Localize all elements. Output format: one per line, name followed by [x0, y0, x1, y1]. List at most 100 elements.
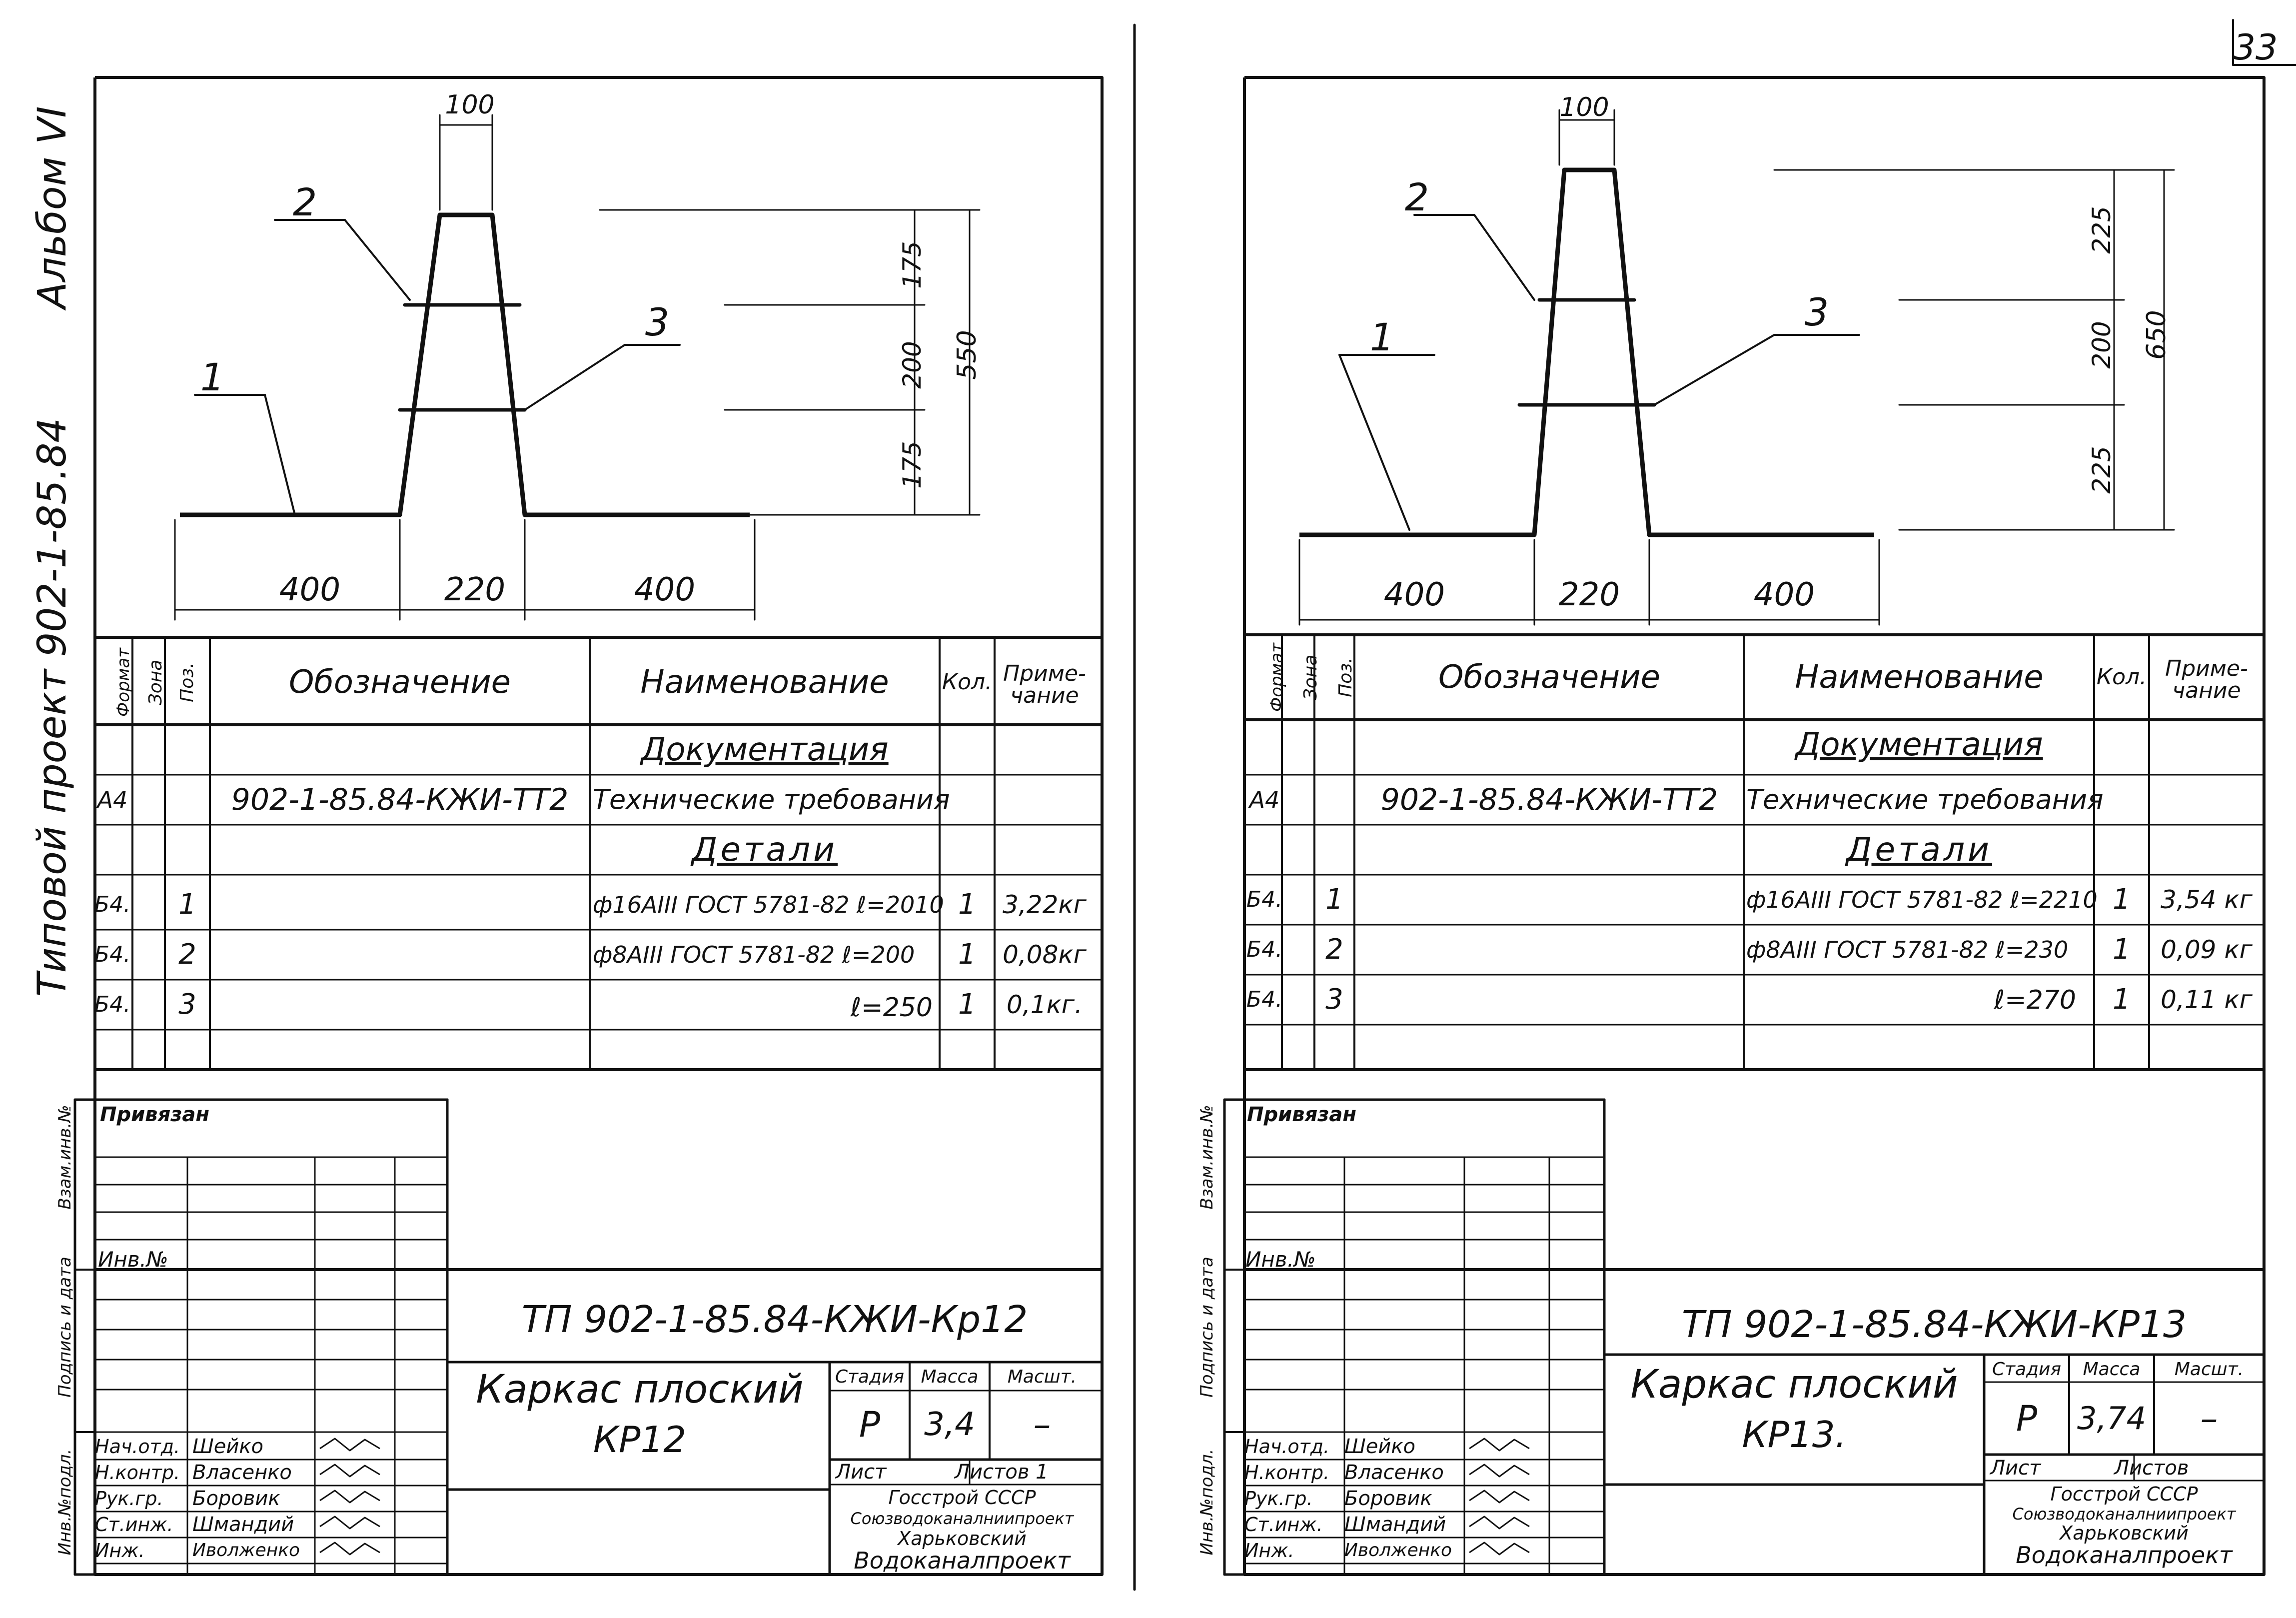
row2-name: ф8АIII ГОСТ 5781-82 ℓ=230 [1746, 936, 2069, 963]
person-name-4: Шмандий [192, 1513, 294, 1536]
doc-designation: 902-1-85.84-КЖИ-ТТ2 [1380, 782, 1718, 817]
row1-name: ф16АIII ГОСТ 5781-82 ℓ=2210 [1746, 886, 2098, 913]
row2-note: 0,08кг [1003, 940, 1087, 969]
dim-bottom-mid: 220 [1558, 576, 1620, 613]
doc-name: Технические требования [1746, 784, 2104, 815]
section-documentation: Документация [641, 731, 889, 768]
side-sign-date: Подпись и дата [1197, 1257, 1217, 1398]
scale-label: Масшт. [1007, 1367, 1077, 1387]
col-format: Формат [1267, 643, 1287, 712]
pos-label-2: 2 [1404, 175, 1429, 219]
org-line-4: Водоканалпроект [854, 1547, 1071, 1574]
person-name-5: Иволженко [1344, 1540, 1452, 1561]
row1-qty: 1 [2113, 883, 2131, 916]
row1-note: 3,22кг [1003, 890, 1087, 919]
section-parts: Детали [691, 830, 838, 869]
dim-right-3: 225 [2087, 446, 2116, 494]
row3-format: Б4. [1246, 987, 1283, 1012]
section-documentation: Документация [1795, 726, 2043, 763]
row1-qty: 1 [958, 888, 976, 921]
row1-format: Б4. [94, 892, 131, 917]
row3-pos: 3 [178, 988, 196, 1021]
side-inv-podl: Инв.№подл. [1197, 1449, 1217, 1556]
pos-label-1: 1 [1369, 315, 1394, 359]
leader-3 [524, 344, 626, 411]
side-vzam-inv: Взам.инв.№ [1197, 1105, 1217, 1210]
inv-no-label: Инв.№ [1245, 1247, 1316, 1272]
org-line-1: Госстрой СССР [2050, 1483, 2198, 1505]
signature-mark [1469, 1464, 1530, 1478]
doc-format: А4 [1249, 786, 1280, 813]
person-role-2: Н.контр. [95, 1462, 180, 1484]
row2-format: Б4. [1246, 937, 1283, 962]
privyazan-label: Привязан [1247, 1103, 1357, 1126]
leader-3 [1653, 334, 1775, 406]
doc-designation: 902-1-85.84-КЖИ-ТТ2 [231, 782, 569, 817]
person-name-1: Шейко [1344, 1435, 1416, 1458]
rebar-frame-1 [180, 212, 750, 517]
dim-top: 100 [445, 90, 495, 120]
person-name-4: Шмандий [1344, 1513, 1446, 1536]
row2-pos: 2 [1325, 933, 1343, 966]
col-pos: Поз. [177, 662, 197, 702]
col-name: Наименование [1795, 659, 2044, 696]
row1-pos: 1 [1325, 883, 1343, 916]
person-role-5: Инж. [1244, 1540, 1294, 1562]
stage-value: Р [859, 1404, 881, 1445]
person-name-2: Власенко [1344, 1461, 1444, 1484]
person-role-4: Ст.инж. [1244, 1514, 1323, 1536]
stamp-subtitle: КР13. [1742, 1414, 1847, 1456]
person-role-1: Нач.отд. [95, 1436, 180, 1458]
sheet-label: Лист [836, 1461, 887, 1484]
dim-right-2: 200 [898, 341, 927, 389]
col-note: Приме-чание [2165, 656, 2248, 703]
person-name-5: Иволженко [192, 1540, 300, 1561]
person-role-4: Ст.инж. [95, 1514, 173, 1536]
col-zone: Зона [1300, 654, 1321, 700]
dim-bottom-mid: 220 [444, 571, 506, 608]
row1-note: 3,54 кг [2161, 885, 2253, 914]
row1-pos: 1 [178, 888, 196, 921]
row3-qty: 1 [2113, 983, 2131, 1016]
dim-top: 100 [1559, 92, 1609, 122]
dim-right-2: 200 [2087, 321, 2116, 369]
sheet-frame [93, 76, 1104, 1576]
mass-value: 3,74 [2077, 1400, 2147, 1437]
leader-1 [264, 394, 296, 516]
stamp-title: Каркас плоский [476, 1367, 804, 1412]
person-name-3: Боровик [1344, 1487, 1432, 1510]
org-line-3: Харьковский [898, 1528, 1027, 1550]
signature-mark [1469, 1490, 1530, 1504]
stage-label: Стадия [1992, 1359, 2062, 1380]
signature-mark [1469, 1516, 1530, 1530]
sheet-label: Лист [1990, 1457, 2041, 1480]
row1-format: Б4. [1246, 887, 1283, 912]
row3-name: ℓ=270 [1994, 985, 2076, 1015]
col-note: Приме-чание [1003, 661, 1086, 708]
row2-note: 0,09 кг [2161, 935, 2253, 964]
pos-label-3: 3 [1804, 290, 1829, 334]
signature-mark [319, 1490, 380, 1504]
col-designation: Обозначение [1438, 659, 1661, 696]
signature-mark [319, 1516, 380, 1530]
col-qty: Кол. [942, 669, 993, 695]
col-designation: Обозначение [288, 664, 511, 701]
side-vzam-inv: Взам.инв.№ [55, 1105, 75, 1210]
person-name-2: Власенко [192, 1461, 292, 1484]
pos-label-3: 3 [645, 300, 670, 344]
signature-mark [1469, 1542, 1530, 1556]
dim-bottom-right: 400 [1753, 576, 1815, 613]
dim-bottom-left: 400 [1383, 576, 1445, 613]
stamp-title: Каркас плоский [1630, 1362, 1958, 1407]
dim-bottom-left: 400 [279, 571, 341, 608]
stage-value: Р [2016, 1398, 2038, 1439]
stamp-subtitle: КР12 [593, 1419, 687, 1461]
person-name-3: Боровик [192, 1487, 280, 1510]
person-role-2: Н.контр. [1244, 1462, 1330, 1484]
person-role-1: Нач.отд. [1244, 1436, 1330, 1458]
sheets-count-label: Листов [2114, 1457, 2189, 1480]
row2-qty: 1 [2113, 933, 2131, 966]
doc-name: Технические требования [593, 784, 950, 815]
side-inv-podl: Инв.№подл. [55, 1449, 75, 1556]
